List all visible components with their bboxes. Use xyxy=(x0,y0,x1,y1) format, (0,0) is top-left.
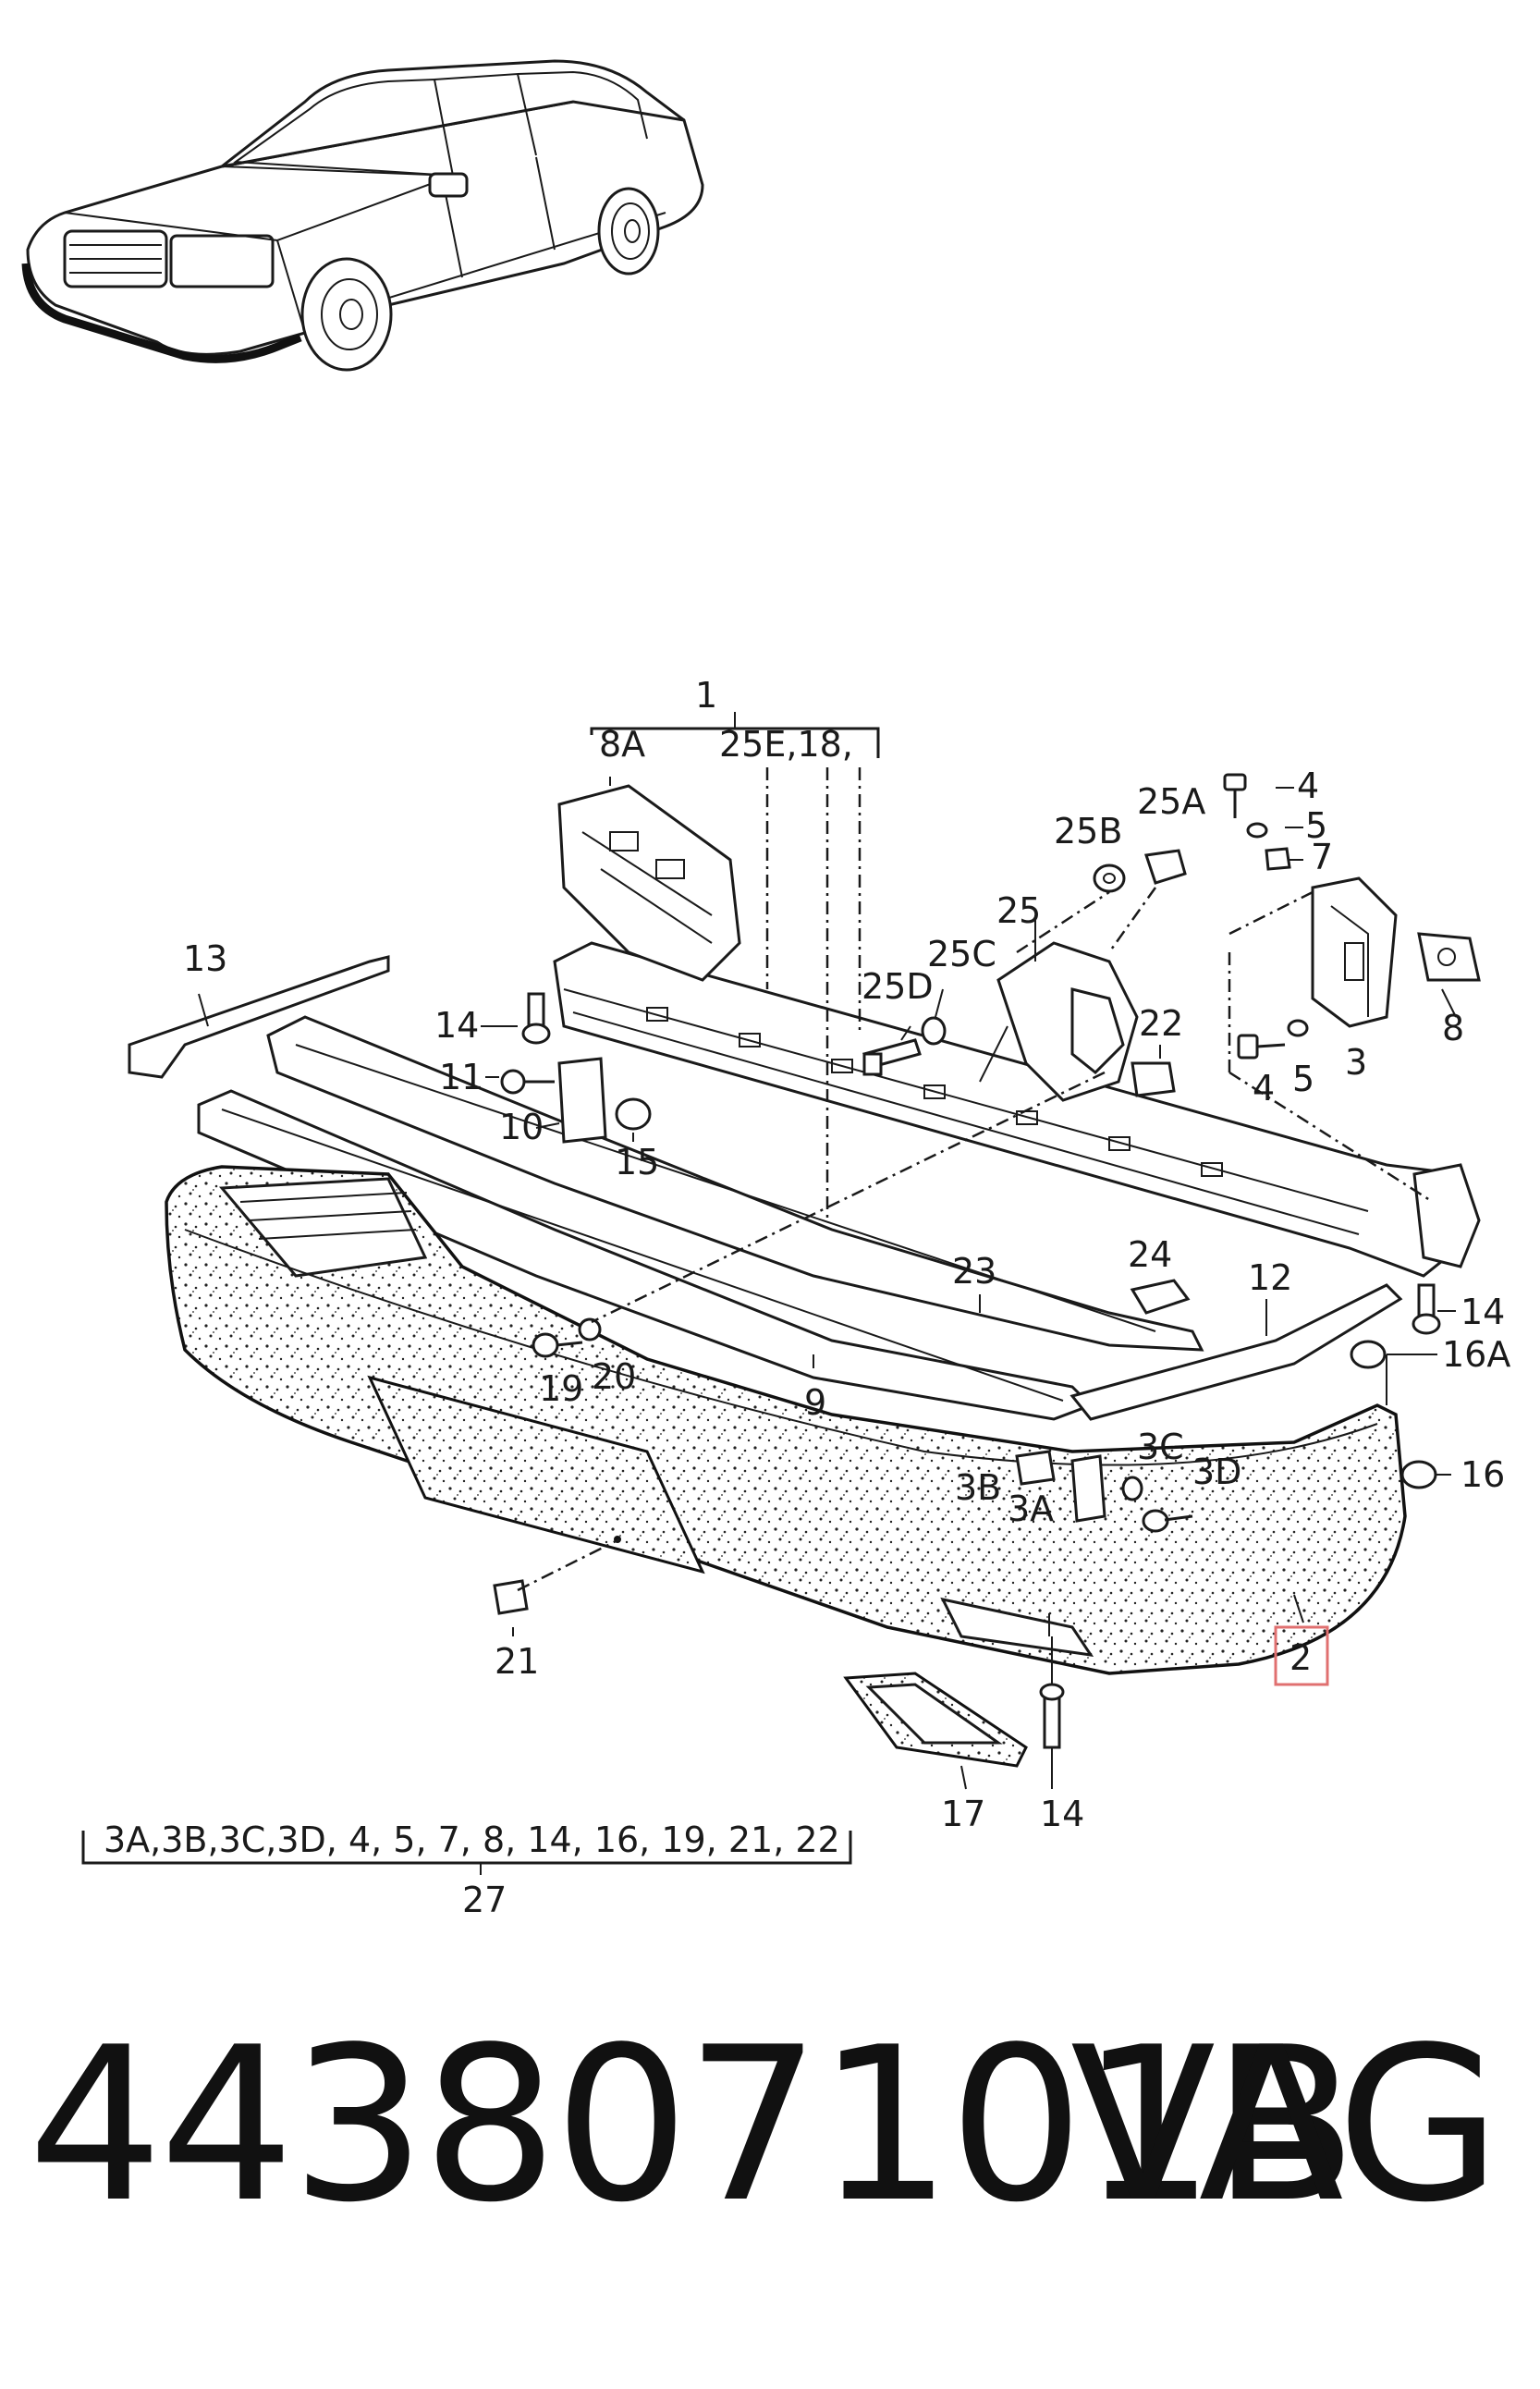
callout-19: 19 xyxy=(539,1368,583,1409)
callout-3A: 3A xyxy=(1008,1489,1054,1529)
callout-25E-18: 25E,18, xyxy=(719,724,853,765)
callout-9: 9 xyxy=(804,1382,826,1423)
trim-12 xyxy=(1069,1283,1403,1421)
callout-3B: 3B xyxy=(955,1467,1001,1508)
callout-labels: 1 8A 25E,18, 4 5 7 25B 25A 25 25C 25D 13… xyxy=(183,675,1510,1834)
callout-24: 24 xyxy=(1128,1234,1172,1275)
callout-4-mid: 4 xyxy=(1253,1068,1275,1109)
callout-3: 3 xyxy=(1345,1042,1367,1083)
highlight-box-2 xyxy=(1274,1625,1329,1686)
callout-23: 23 xyxy=(952,1251,996,1292)
callout-22: 22 xyxy=(1139,1003,1183,1044)
callout-14-left: 14 xyxy=(434,1005,479,1046)
kit-27-bracket: 3A,3B,3C,3D, 4, 5, 7, 8, 14, 16, 19, 21,… xyxy=(81,1819,852,1920)
callout-1: 1 xyxy=(695,675,717,716)
callout-27: 27 xyxy=(462,1880,507,1920)
callout-25B: 25B xyxy=(1054,811,1122,851)
kit-parts-list: 3A,3B,3C,3D, 4, 5, 7, 8, 14, 16, 19, 21,… xyxy=(104,1819,840,1860)
hardware xyxy=(493,773,1441,1749)
bumper-cover xyxy=(165,1165,1407,1675)
callout-14-right: 14 xyxy=(1461,1292,1505,1332)
callout-8A: 8A xyxy=(599,724,645,765)
callout-2: 2 xyxy=(1289,1637,1312,1678)
callout-4-top: 4 xyxy=(1297,766,1319,806)
callout-11: 11 xyxy=(439,1057,483,1097)
callout-16: 16 xyxy=(1461,1454,1505,1495)
callout-10: 10 xyxy=(499,1107,544,1147)
callout-3C: 3C xyxy=(1137,1427,1184,1467)
footer-caption: 443807101B VAG xyxy=(28,1988,1516,2265)
kit-1-bracket xyxy=(590,712,880,758)
bracket-25 xyxy=(979,941,1139,1102)
car-illustration xyxy=(21,59,704,372)
callout-17: 17 xyxy=(941,1794,985,1834)
impact-carrier xyxy=(553,941,1481,1278)
trim-23 xyxy=(266,1015,1204,1352)
callout-13: 13 xyxy=(183,938,227,979)
callout-12: 12 xyxy=(1248,1257,1292,1298)
leader-lines xyxy=(198,767,1457,1790)
part-number: 443807101B xyxy=(28,2003,1358,2249)
brand-name: VAG xyxy=(1069,2003,1501,2249)
bracket-8A xyxy=(557,784,741,982)
plate-8 xyxy=(1417,932,1481,982)
callout-7: 7 xyxy=(1311,837,1333,877)
callout-25: 25 xyxy=(996,890,1041,931)
callout-25A: 25A xyxy=(1137,781,1205,822)
callout-5-mid: 5 xyxy=(1292,1059,1314,1099)
fog-cover-17 xyxy=(843,1672,1028,1768)
callout-16A: 16A xyxy=(1442,1334,1510,1375)
callout-14-bottom: 14 xyxy=(1040,1794,1084,1834)
bracket-3 xyxy=(1311,876,1398,1028)
callout-8: 8 xyxy=(1442,1008,1464,1048)
trim-13 xyxy=(128,955,390,1079)
callout-20: 20 xyxy=(592,1356,636,1397)
callout-25D: 25D xyxy=(862,966,934,1007)
callout-15: 15 xyxy=(615,1142,659,1182)
callout-3D: 3D xyxy=(1192,1452,1241,1492)
callout-21: 21 xyxy=(495,1641,539,1682)
callout-25C: 25C xyxy=(927,934,996,974)
callout-5-top: 5 xyxy=(1305,805,1327,846)
